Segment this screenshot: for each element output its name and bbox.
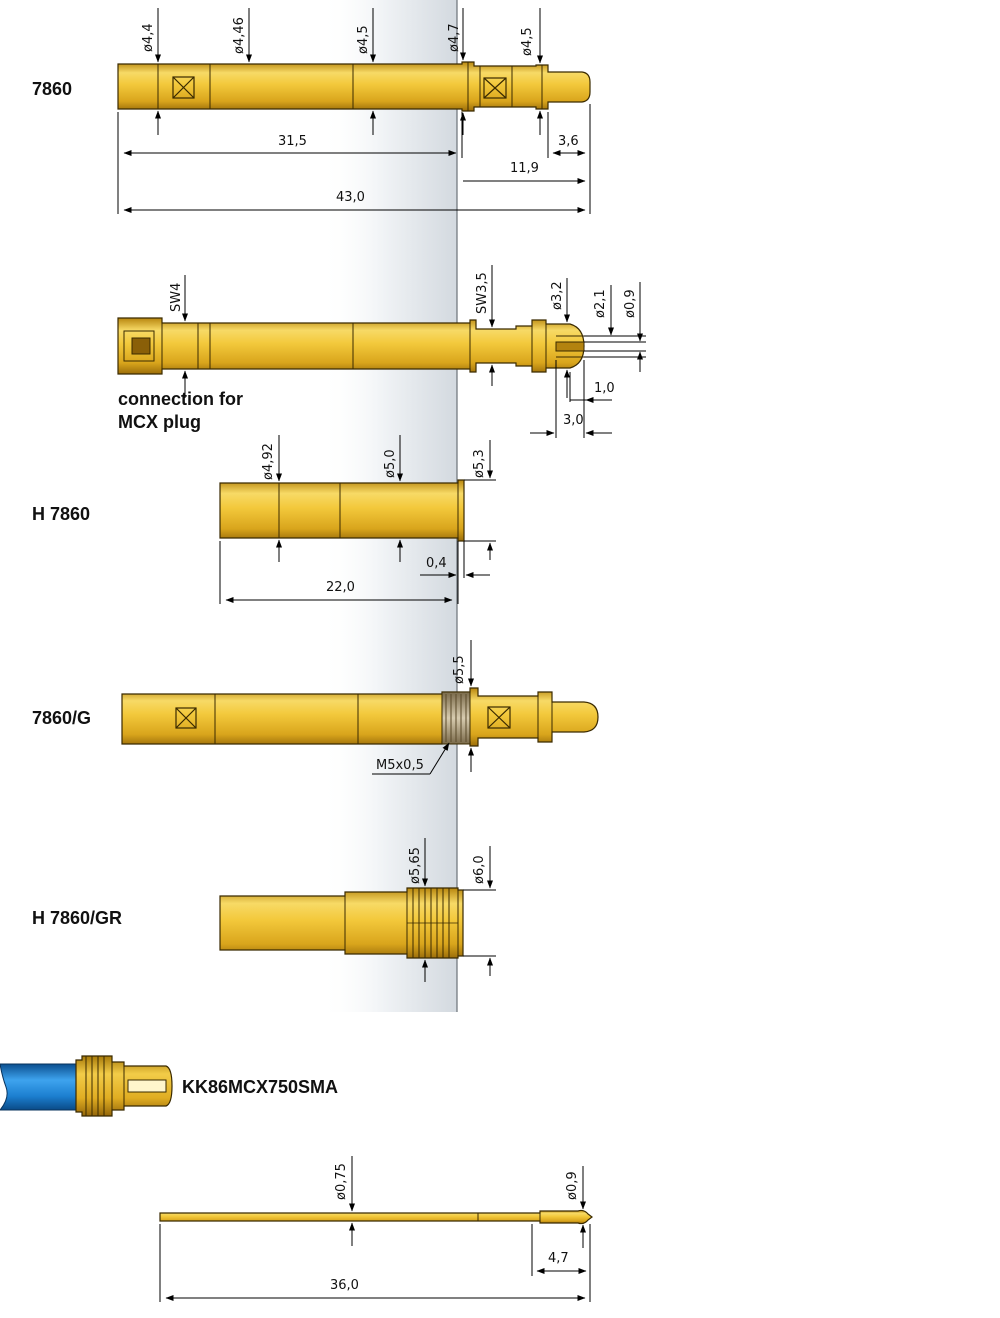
dim-d-7860-2: ø4,46: [232, 17, 247, 54]
dim-l-mcx-1: 1,0: [594, 381, 615, 396]
part-label-h7860: H 7860: [32, 504, 90, 524]
dim-d-h7860-1: ø4,92: [261, 443, 276, 480]
sleeve-body-h7860: [219, 479, 465, 542]
dim-d-7860-3: ø4,5: [356, 25, 371, 54]
dim-l-mcx-2: 3,0: [563, 413, 584, 428]
part-h7860: H 7860 ø4,92 ø5,0 ø5,3 0,4 22,0: [32, 435, 496, 604]
dim-d-mcx-1: ø3,2: [550, 281, 565, 310]
dim-l-pin-2: 36,0: [330, 1278, 359, 1293]
dim-d-7860-5: ø4,5: [520, 27, 535, 56]
dim-l-7860-2: 3,6: [558, 134, 579, 149]
dim-d-mcx-2: ø2,1: [593, 289, 608, 318]
part-h7860gr: H 7860/GR ø5,65 ø6,0: [32, 838, 496, 982]
dim-d-h7860-2: ø5,0: [383, 449, 398, 478]
cable-label: KK86MCX750SMA: [182, 1077, 338, 1097]
mcx-note-line1: connection for: [118, 389, 243, 409]
dim-d-7860-4: ø4,7: [447, 23, 462, 52]
socket-slot-icon: [123, 330, 155, 362]
dim-d-pin-1: ø0,75: [334, 1163, 349, 1200]
thin-pin: ø0,75 ø0,9 4,7 36,0: [159, 1156, 593, 1302]
dim-l-pin-1: 4,7: [548, 1251, 569, 1266]
dim-l-h7860-2: 22,0: [326, 580, 355, 595]
part-label-h7860gr: H 7860/GR: [32, 908, 122, 928]
dim-d-h7860gr-2: ø6,0: [472, 855, 487, 884]
blue-cable: [0, 1063, 81, 1111]
cable-assembly: KK86MCX750SMA: [0, 1055, 338, 1117]
dim-l-7860-1: 31,5: [278, 134, 307, 149]
part-7860: 7860 ø4,4 ø4,46 ø4,5 ø4,7 ø4: [32, 8, 591, 214]
dim-sw35: SW3,5: [475, 272, 490, 314]
thread-section: [441, 691, 471, 745]
wrench-flat-icon: [175, 707, 197, 729]
pin-body-mcx: [117, 317, 585, 375]
dim-d-7860-1: ø4,4: [141, 23, 156, 52]
dim-thread-7860g: M5x0,5: [376, 758, 424, 773]
dim-l-7860-4: 43,0: [336, 190, 365, 205]
dim-l-7860-3: 11,9: [510, 161, 539, 176]
dim-sw4: SW4: [169, 283, 184, 312]
dim-d-pin-2: ø0,9: [565, 1171, 580, 1200]
part-label-7860g: 7860/G: [32, 708, 91, 728]
plug-slot-icon: [127, 1079, 167, 1093]
wrench-flat-icon: [483, 77, 507, 99]
slotted-tip-icon: [555, 335, 585, 358]
dim-d-h7860gr-1: ø5,65: [408, 847, 423, 884]
dim-d-h7860-3: ø5,3: [472, 449, 487, 478]
pin-body-7860g: [121, 687, 599, 747]
part-7860g: 7860/G ø5,5 M5x0,5: [32, 640, 599, 775]
wrench-flat-icon: [487, 706, 511, 729]
part-label-7860: 7860: [32, 79, 72, 99]
dim-d-7860g-1: ø5,5: [452, 655, 467, 684]
knurl-section: [406, 888, 459, 958]
pin-body-7860: [117, 61, 591, 112]
thin-pin-body: [159, 1209, 593, 1225]
wrench-flat-icon: [172, 76, 195, 99]
mcx-note-line2: MCX plug: [118, 412, 201, 432]
dim-l-h7860-1: 0,4: [426, 556, 447, 571]
dim-d-mcx-3: ø0,9: [623, 289, 638, 318]
part-7860-mcx-view: SW4 SW3,5 ø3,2 ø2,1 ø0,9 1,0 3,0 connect…: [117, 265, 646, 438]
